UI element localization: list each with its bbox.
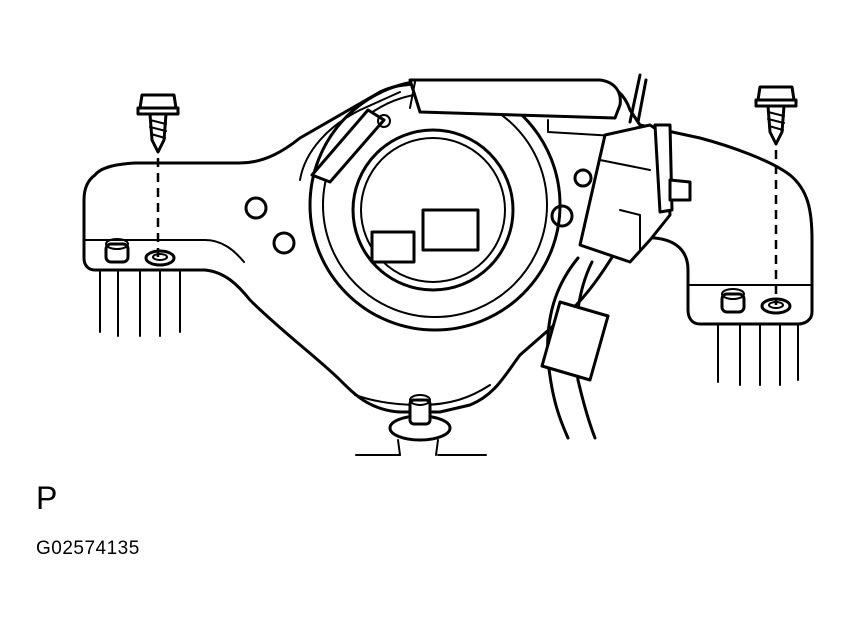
latch-pivot [377, 114, 391, 128]
top-cover-fold [409, 81, 416, 109]
right-flange-pins [720, 288, 792, 315]
hub-ring [351, 128, 515, 292]
top-cover-strip [408, 78, 622, 120]
right-mount-legs [717, 324, 799, 386]
left-screw-icon [136, 93, 180, 154]
hub-connector-large [421, 208, 480, 252]
top-cover-edge [547, 119, 616, 137]
left-latch-arm [310, 108, 386, 184]
right-screw-icon [754, 85, 798, 146]
side-connector [578, 73, 692, 264]
figure-code: G02574135 [36, 538, 140, 559]
inner-body-contour [299, 91, 401, 181]
view-letter: P [36, 480, 58, 516]
housing-hole [272, 231, 296, 255]
housing-hole [573, 168, 593, 188]
hub-connector-small [370, 230, 416, 264]
housing-hole [244, 196, 268, 220]
bottom-pin [388, 394, 452, 442]
left-flange-pins [104, 238, 176, 267]
wire-harness [540, 256, 610, 440]
hub-inner-ring [360, 137, 506, 283]
left-flange-ledge [85, 239, 245, 263]
housing-hole [550, 204, 574, 228]
bottom-stand [355, 439, 487, 456]
left-mount-legs [99, 271, 181, 337]
